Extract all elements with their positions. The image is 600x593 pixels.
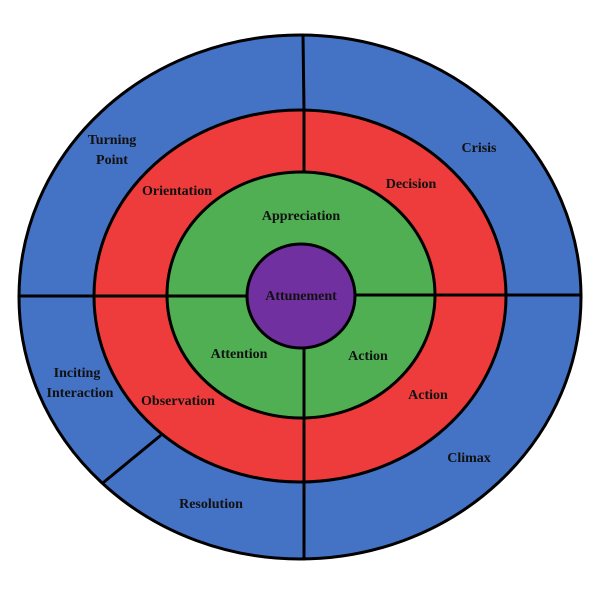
outer-divider-vertical-top xyxy=(301,33,306,112)
outer-label-inciting-line1: Inciting xyxy=(54,366,101,381)
outer-label-crisis: Crisis xyxy=(462,141,498,156)
division-lines xyxy=(17,33,583,561)
outer-label-climax: Climax xyxy=(447,451,491,466)
inner-label-attention: Attention xyxy=(211,347,268,362)
inner-label-action: Action xyxy=(348,349,388,364)
core-circle xyxy=(245,242,357,350)
core-label: Attunement xyxy=(265,289,337,304)
outer-label-resolution: Resolution xyxy=(179,497,243,512)
middle-label-observation: Observation xyxy=(141,394,215,409)
middle-label-orientation: Orientation xyxy=(142,184,212,199)
outer-label-turning-point-line1: Turning xyxy=(88,133,137,148)
middle-label-decision: Decision xyxy=(386,177,437,192)
outer-divider-diagonal xyxy=(102,434,162,484)
middle-label-action: Action xyxy=(408,388,448,403)
inner-label-appreciation: Appreciation xyxy=(262,209,341,224)
outer-label-inciting-line2: Interaction xyxy=(47,386,114,401)
outer-label-turning-point-line2: Point xyxy=(96,153,128,168)
